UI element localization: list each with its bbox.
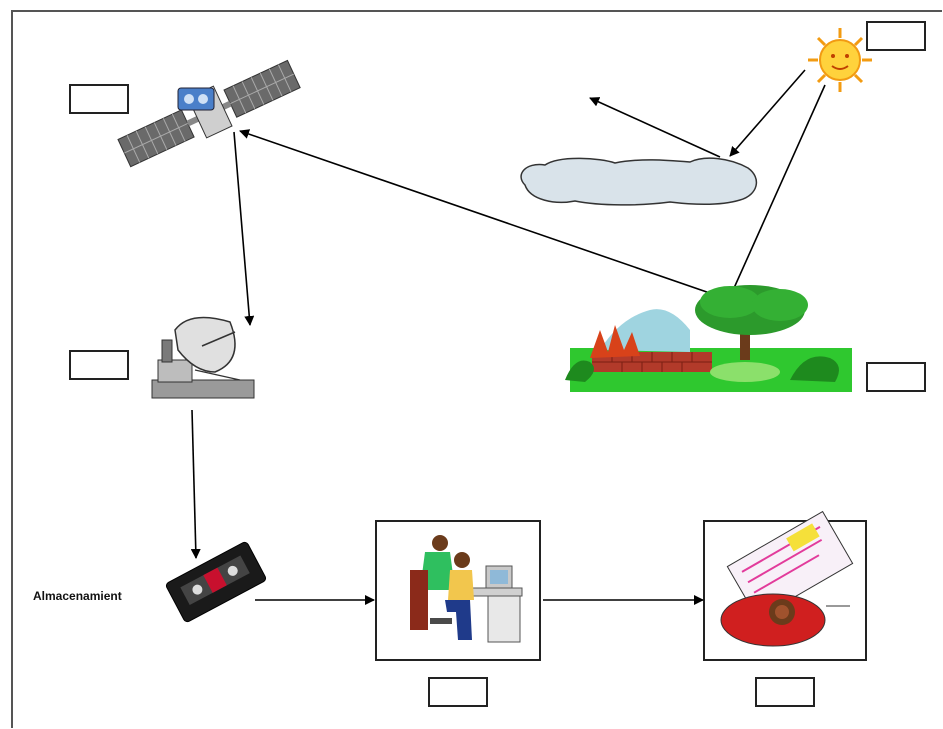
sun-icon (808, 28, 872, 92)
tape-cassette-icon (165, 541, 267, 623)
storage-label: Almacenamient (33, 589, 122, 603)
landscape-label-box[interactable] (866, 362, 926, 392)
arrow-sun-to-landscape (729, 84, 826, 298)
map-analyst-icon (720, 510, 854, 647)
landscape-icon (565, 285, 852, 392)
arrow-cloud-reflect (589, 97, 721, 158)
satellite-label-box[interactable] (69, 84, 129, 114)
sun-label-box[interactable] (866, 21, 926, 51)
arrow-satellite-to-station (233, 131, 255, 326)
ground-station-dish-icon (151, 316, 255, 399)
cloud-icon (520, 157, 758, 206)
analysis-label-box[interactable] (755, 677, 815, 707)
satellite-icon (117, 59, 301, 168)
arrow-landscape-to-satellite (239, 129, 731, 301)
processing-label-box[interactable] (428, 677, 488, 707)
computer-workers-icon (410, 535, 523, 643)
diagram-frame (11, 10, 942, 728)
arrow-station-to-storage (190, 409, 201, 559)
arrow-sun-to-cloud (729, 69, 806, 157)
ground-station-label-box[interactable] (69, 350, 129, 380)
